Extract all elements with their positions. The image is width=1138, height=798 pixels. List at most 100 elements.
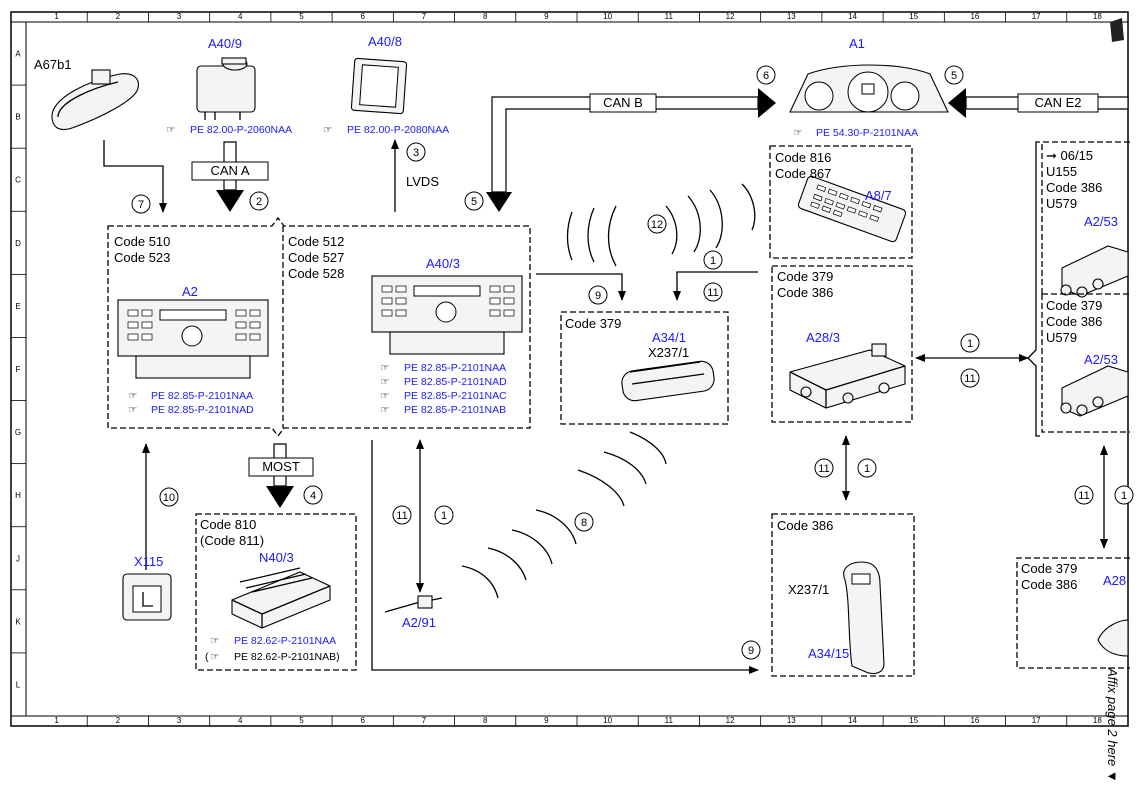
marker-8: 8: [581, 517, 587, 529]
marker-5a: 5: [951, 70, 957, 82]
marker-11d: 11: [1078, 490, 1089, 502]
ref-icon: ☞: [128, 404, 137, 416]
ref-icon: ☞: [380, 376, 389, 388]
wireless-waves-8: [461, 431, 667, 599]
component-a34-15: A34/15: [808, 646, 849, 661]
grid-col-label-top: 4: [238, 12, 243, 21]
marker-1c: 1: [864, 463, 870, 475]
component-a2: A2: [182, 284, 198, 299]
ref-a40-3-2: PE 82.85-P-2101NAD: [404, 376, 507, 388]
can-e2-bus: [948, 88, 1129, 118]
corner-tab-icon: [1110, 18, 1124, 42]
grid-row-label: B: [15, 113, 20, 122]
code-line-box-a40-3: Code 512: [288, 234, 344, 249]
ref-n40-3-prefix: (: [205, 651, 209, 663]
code-line-box-right-mid: U579: [1046, 330, 1077, 345]
marker-6: 6: [763, 70, 769, 82]
box-right-bottom: [1016, 557, 1130, 669]
marker-labels: 6 5 2 3 5 7 12 1 11 9 1 11 11 1 11 1 10 …: [138, 70, 1127, 657]
frame-border: [10, 11, 1129, 727]
component-a40-8: A40/8: [368, 34, 402, 49]
code-line-box-right-bottom: Code 386: [1021, 577, 1077, 592]
grid-col-label-bottom: 1: [54, 716, 59, 725]
grid-col-label-bottom: 8: [483, 716, 488, 725]
grid-col-label-bottom: 15: [909, 716, 918, 725]
component-a28-3: A28/3: [806, 330, 840, 345]
bus-label-most: MOST: [262, 459, 300, 474]
grid-col-label-bottom: 17: [1032, 716, 1041, 725]
side-note: Affix page 2 here ▼: [1105, 667, 1120, 783]
bus-label-can-a: CAN A: [210, 163, 249, 178]
box-a28-3: [771, 265, 913, 423]
instrument-cluster-icon: [789, 64, 949, 113]
grid-col-label-bottom: 9: [544, 716, 549, 725]
grid-col-label-bottom: 2: [116, 716, 121, 725]
code-line-box-a2: Code 510: [114, 234, 170, 249]
amplifier-icon: [231, 567, 331, 629]
marker-1a: 1: [710, 255, 716, 267]
phone-cradle-icon: [843, 561, 885, 675]
antenna-module-icon: [789, 343, 906, 409]
component-a2-91: A2/91: [402, 615, 436, 630]
marker-11e: 11: [396, 510, 407, 522]
code-line-box-right-bottom: Code 379: [1021, 561, 1077, 576]
ref-a40-9: PE 82.00-P-2060NAA: [190, 124, 292, 136]
code-line-box-a34-15: Code 386: [777, 518, 833, 533]
can-b-bus: [486, 88, 776, 212]
code-line-box-a40-3: Code 528: [288, 266, 344, 281]
component-a1: A1: [849, 36, 865, 51]
marker-1d: 1: [1121, 490, 1127, 502]
ref-a40-3-4: PE 82.85-P-2101NAB: [404, 404, 506, 416]
wireless-waves-12: [566, 183, 756, 267]
ref-icon: ☞: [166, 124, 175, 136]
code-line-box-a2: Code 523: [114, 250, 170, 265]
ref-icon: ☞: [210, 651, 219, 663]
ref-a40-8: PE 82.00-P-2080NAA: [347, 124, 449, 136]
grid-col-label-top: 9: [544, 12, 549, 21]
component-a2-53-top: A2/53: [1084, 214, 1118, 229]
grid-col-label-top: 10: [603, 12, 612, 21]
component-a34-1: A34/1: [652, 330, 686, 345]
grid-row-label: A: [15, 50, 21, 59]
grid-row-label: J: [16, 554, 20, 563]
grid-row-label: F: [16, 365, 21, 374]
most-bus: [248, 443, 314, 508]
code-line-box-a28-3: Code 379: [777, 269, 833, 284]
grid-col-label-bottom: 13: [787, 716, 796, 725]
can-a-bus: [191, 141, 269, 212]
marker-10: 10: [163, 492, 175, 504]
grid-col-label-bottom: 12: [726, 716, 735, 725]
box-right-mid: [1041, 293, 1130, 433]
grid-col-label-top: 14: [848, 12, 857, 21]
grid-row-label: D: [15, 239, 21, 248]
mirror-icon: [51, 69, 139, 131]
code-line-box-right-top: U579: [1046, 196, 1077, 211]
marker-9a: 9: [595, 290, 601, 302]
grid-col-label-top: 7: [422, 12, 427, 21]
component-a40-3: A40/3: [426, 256, 460, 271]
marker-12: 12: [651, 219, 663, 231]
grid-col-label-bottom: 4: [238, 716, 243, 725]
marker-11c: 11: [818, 463, 829, 475]
main-unit-group-box: [107, 216, 531, 438]
grid-col-label-bottom: 18: [1093, 716, 1102, 725]
code-line-box-right-mid: Code 379: [1046, 298, 1102, 313]
box-a34-15: [771, 513, 915, 677]
refs: ☞ PE 82.00-P-2060NAA ☞ PE 82.00-P-2080NA…: [128, 124, 918, 663]
ref-a40-3-1: PE 82.85-P-2101NAA: [404, 362, 506, 374]
antenna-rod-icon: [384, 595, 443, 613]
bus-label-lvds: LVDS: [406, 174, 439, 189]
code-line-box-a8-7: Code 816: [775, 150, 831, 165]
component-x237-1-bottom: X237/1: [788, 582, 829, 597]
code-line-box-right-top: Code 386: [1046, 180, 1102, 195]
code-line-box-n40-3: (Code 811): [200, 533, 264, 548]
component-a2-53-bottom: A2/53: [1084, 352, 1118, 367]
head-unit-a40-3-icon: [371, 275, 523, 355]
component-a67b1: A67b1: [34, 57, 72, 72]
ref-n40-3-1: PE 82.62-P-2101NAA: [234, 635, 336, 647]
box-a8-7: [769, 145, 913, 259]
code-line-box-right-top: U155: [1046, 164, 1077, 179]
ref-icon: ☞: [380, 390, 389, 402]
code-line-box-a40-3: Code 527: [288, 250, 344, 265]
tuner-a2-53-top-icon: [1060, 245, 1129, 298]
